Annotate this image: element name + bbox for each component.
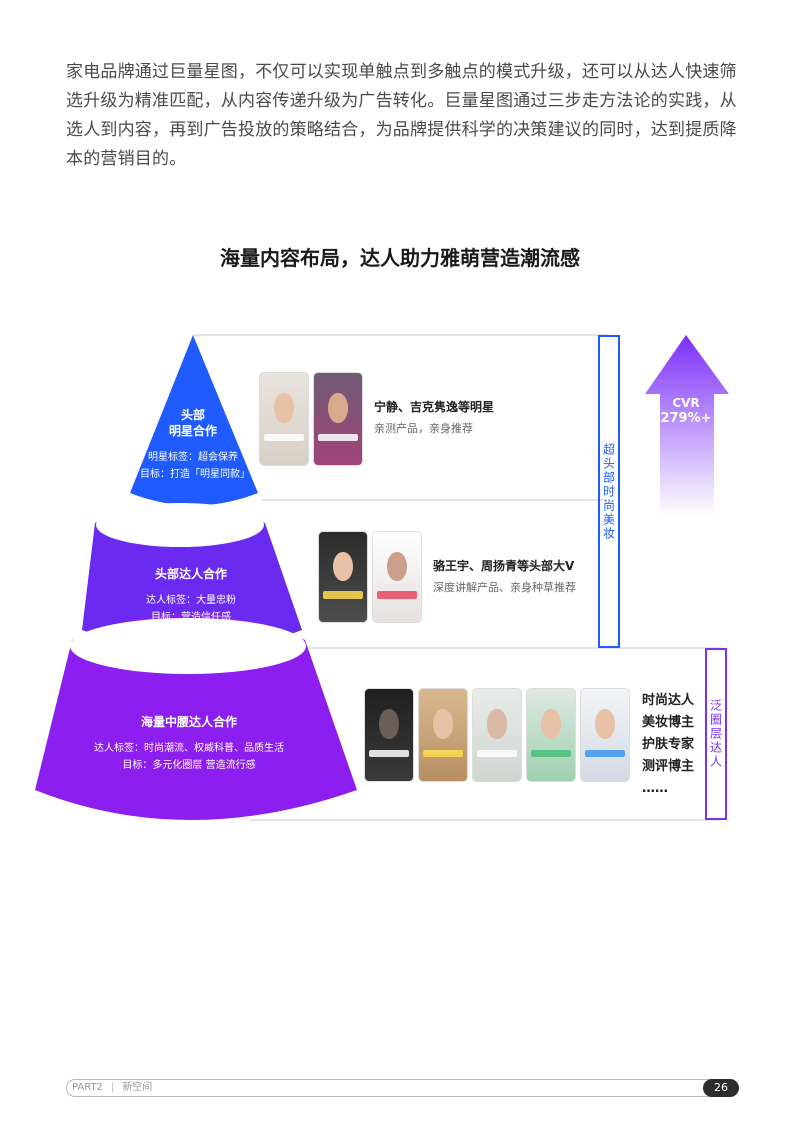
middle-layer-text: 头部达人合作 达人标签：大量忠粉 目标：营造信任感	[100, 566, 282, 626]
upper-side-box: 超头部时尚美妆	[598, 335, 620, 648]
video-thumbnail[interactable]	[318, 531, 368, 623]
video-thumbnail[interactable]	[472, 688, 522, 782]
list-item: 护肤专家	[642, 737, 695, 752]
video-thumbnail[interactable]	[418, 688, 468, 782]
bottom-layer-text: 海量中腰达人合作 达人标签：时尚潮流、权威科普、品质生活 目标：多元化圈层 营造…	[66, 714, 312, 774]
top-layer-goal: 目标：打造「明星同款」	[140, 469, 250, 480]
video-thumbnail[interactable]	[259, 372, 309, 466]
list-item: 测评博主	[642, 759, 695, 774]
intro-paragraph: 家电品牌通过巨量星图，不仅可以实现单触点到多触点的模式升级，还可以从达人快速筛选…	[66, 62, 737, 169]
bottom-layer-goal: 目标：多元化圈层 营造流行感	[122, 760, 256, 771]
cvr-badge: CVR 279%+	[648, 396, 724, 427]
list-item: 时尚达人	[642, 693, 695, 708]
cone-top-shape	[130, 335, 258, 506]
mid-tier-list: 时尚达人 美妆博主 护肤专家 测评博主 ……	[642, 690, 694, 800]
bottom-layer-tag: 达人标签：时尚潮流、权威科普、品质生活	[94, 743, 284, 754]
footer-part-label: PART2	[72, 1082, 103, 1093]
middle-layer-title: 头部达人合作	[154, 567, 227, 581]
cone-bottom-top-ellipse	[70, 618, 306, 674]
video-thumbnail[interactable]	[313, 372, 363, 466]
page-number: 26	[703, 1079, 739, 1097]
video-thumbnail[interactable]	[364, 688, 414, 782]
top-layer-text: 头部 明星合作 明星标签：超会保养 目标：打造「明星同款」	[140, 407, 250, 483]
top-layer-tag: 明星标签：超会保养	[148, 452, 238, 463]
section-title: 海量内容布局，达人助力雅萌营造潮流感	[220, 246, 580, 270]
cvr-label: CVR	[672, 396, 700, 410]
lower-side-box: 泛圈层达人	[705, 648, 727, 820]
top-layer-title-line1: 头部	[180, 408, 205, 422]
star-tier-label: 宁静、吉克隽逸等明星 亲测产品，亲身推荐	[374, 398, 494, 438]
lower-side-label: 泛圈层达人	[708, 699, 723, 769]
middle-layer-goal: 目标：营造信任感	[151, 612, 231, 623]
footer-bar	[66, 1079, 738, 1097]
cvr-arrow-shape	[645, 335, 729, 516]
upper-side-label: 超头部时尚美妆	[601, 442, 616, 541]
cvr-value: 279%+	[660, 411, 712, 426]
kol-tier-name: 骆王宇、周扬青等头部大V	[433, 559, 575, 573]
list-item: 美妆博主	[642, 715, 695, 730]
footer-section-label: 新空间	[122, 1082, 153, 1093]
bottom-layer-title: 海量中腰达人合作	[140, 715, 237, 729]
star-tier-name: 宁静、吉克隽逸等明星	[374, 400, 495, 414]
footer-section: PART2|新空间	[72, 1082, 153, 1093]
middle-layer-tag: 达人标签：大量忠粉	[146, 595, 236, 606]
top-layer-title-line2: 明星合作	[168, 424, 217, 438]
star-tier-desc: 亲测产品，亲身推荐	[374, 422, 473, 435]
list-item: ……	[642, 781, 668, 796]
video-thumbnail[interactable]	[372, 531, 422, 623]
kol-tier-label: 骆王宇、周扬青等头部大V 深度讲解产品、亲身种草推荐	[433, 557, 576, 597]
video-thumbnail[interactable]	[526, 688, 576, 782]
kol-tier-desc: 深度讲解产品、亲身种草推荐	[433, 581, 576, 594]
video-thumbnail[interactable]	[580, 688, 630, 782]
cone-middle-top-ellipse	[96, 503, 264, 547]
